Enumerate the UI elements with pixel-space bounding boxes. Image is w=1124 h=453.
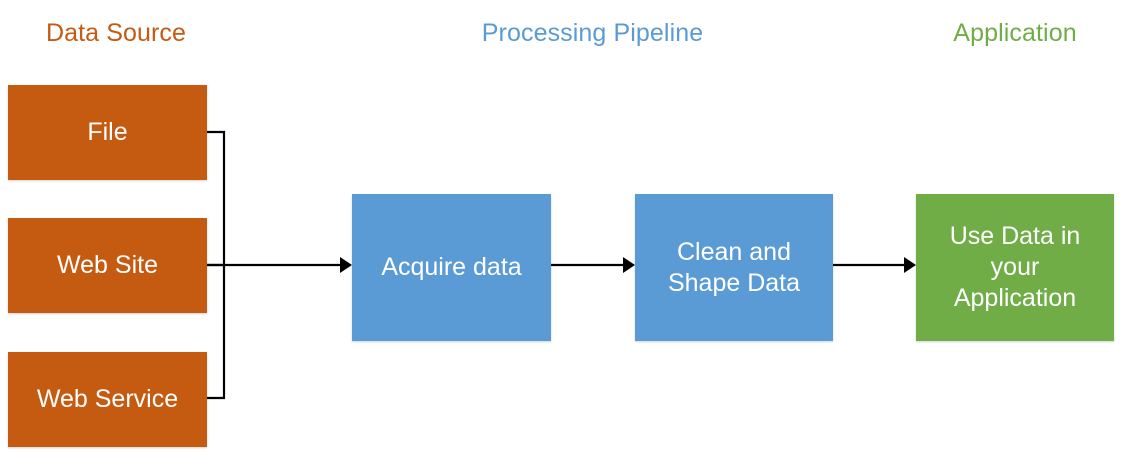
arrowhead-clean-to-useapp: [904, 257, 916, 273]
arrowhead-acquire-to-clean: [623, 257, 635, 273]
connector-webservice-to-bus: [207, 265, 226, 400]
column-title-processing-pipeline: Processing Pipeline: [481, 19, 704, 47]
node-clean-line-2: Shape Data: [667, 268, 801, 297]
node-use-data-label: Use Data in your Application: [950, 221, 1081, 314]
connector-file-to-bus: [207, 130, 226, 265]
node-useapp-line-3: Application: [953, 284, 1077, 312]
node-web-service-label: Web Service: [36, 385, 179, 413]
node-file[interactable]: File: [8, 85, 207, 180]
node-web-site-label: Web Site: [57, 251, 158, 279]
node-acquire-data-label: Acquire data: [381, 253, 522, 281]
node-file-label: File: [87, 118, 128, 146]
node-clean-line-1: Clean and: [677, 237, 791, 266]
column-title-application: Application: [953, 19, 1077, 47]
node-useapp-line-2: your: [990, 253, 1040, 281]
arrowhead-bus-to-acquire: [340, 257, 352, 273]
node-web-site[interactable]: Web Site: [8, 218, 207, 313]
node-clean-and-shape-data-label: Clean and Shape Data: [668, 237, 800, 299]
node-clean-and-shape-data[interactable]: Clean and Shape Data: [635, 194, 833, 341]
node-use-data-in-your-application[interactable]: Use Data in your Application: [916, 194, 1114, 341]
column-title-data-source: Data Source: [45, 19, 187, 47]
node-web-service[interactable]: Web Service: [8, 352, 207, 447]
node-acquire-data[interactable]: Acquire data: [352, 194, 551, 341]
node-useapp-line-1: Use Data in: [949, 222, 1081, 250]
